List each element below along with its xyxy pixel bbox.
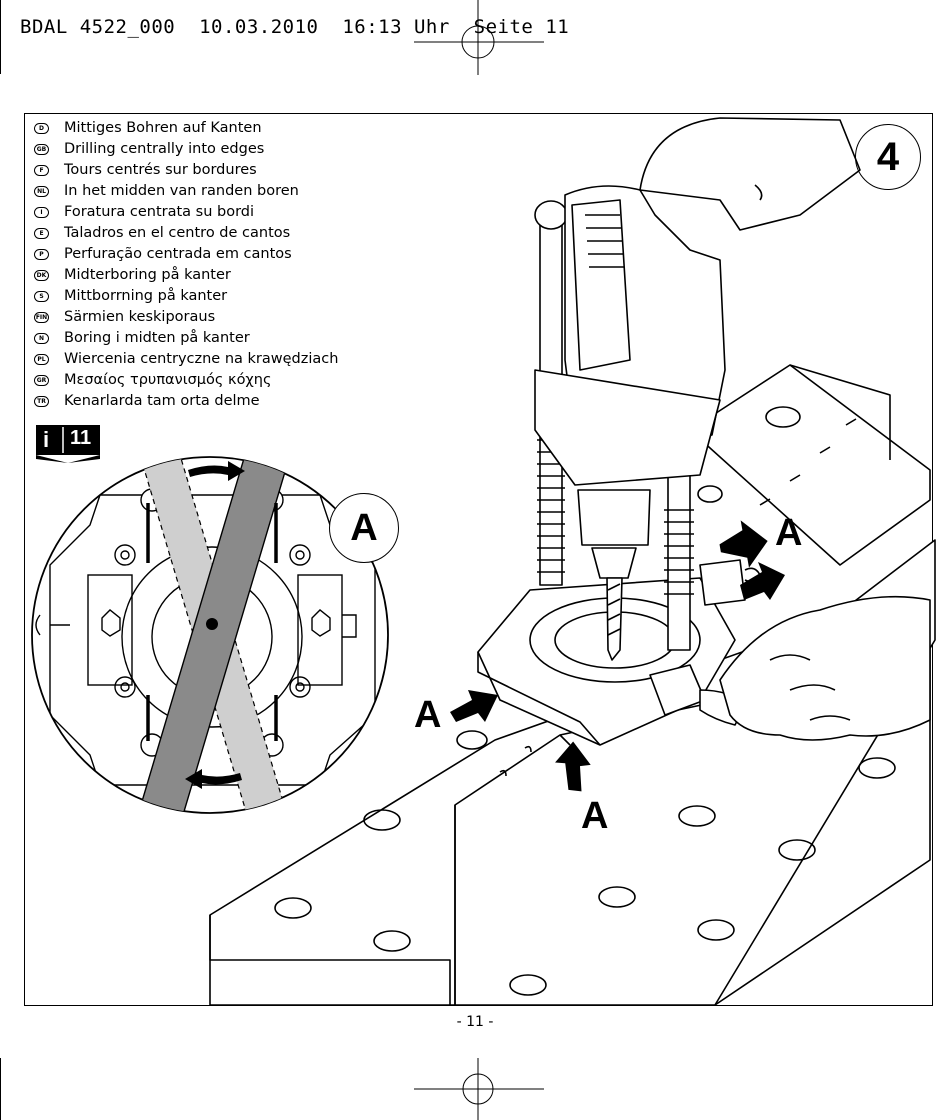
language-caption: D Mittiges Bohren auf Kanten [34, 118, 338, 139]
language-caption: P Perfuração centrada em cantos [34, 244, 338, 265]
language-caption: NL In het midden van randen boren [34, 181, 338, 202]
language-code-badge: D [34, 123, 49, 134]
language-caption: F Tours centrés sur bordures [34, 160, 338, 181]
callout-label-a: A [775, 512, 803, 554]
language-caption-text: Foratura centrata su bordi [64, 204, 255, 220]
language-code-badge: N [34, 333, 49, 344]
open-book-icon [36, 425, 100, 463]
language-code-badge: GB [34, 144, 49, 155]
arrow-icon [719, 520, 768, 568]
language-code-badge: S [34, 291, 49, 302]
crop-mark-left-bottom [0, 1058, 1, 1120]
language-code-badge: P [34, 249, 49, 260]
page-number: - 11 - [456, 1014, 494, 1030]
language-code-badge: NL [34, 186, 49, 197]
language-caption-text: Tours centrés sur bordures [64, 162, 257, 178]
rotation-arrow-icon [185, 461, 245, 789]
language-caption: I Foratura centrata su bordi [34, 202, 338, 223]
language-caption: PL Wiercenia centryczne na krawędziach [34, 349, 338, 370]
language-code-badge: GR [34, 375, 49, 386]
print-header: BDAL 4522_000 10.03.2010 16:13 Uhr Seite… [20, 16, 570, 38]
callout-label-a: A [414, 694, 442, 736]
language-code-badge: FIN [34, 312, 49, 323]
language-caption-text: Kenarlarda tam orta delme [64, 393, 260, 409]
base-plate-detail-view [31, 456, 389, 814]
language-code-badge: PL [34, 354, 49, 365]
registration-mark-bottom [414, 1058, 544, 1120]
language-caption-text: Perfuração centrada em cantos [64, 246, 292, 262]
callout-label-a: A [581, 795, 609, 837]
language-caption-list: D Mittiges Bohren auf Kanten GB Drilling c… [34, 118, 338, 412]
language-caption: N Boring i midten på kanter [34, 328, 338, 349]
language-caption-text: Mittiges Bohren auf Kanten [64, 120, 262, 136]
figure-number: 4 [855, 124, 921, 190]
language-caption: E Taladros en el centro de cantos [34, 223, 338, 244]
language-caption-text: Taladros en el centro de cantos [64, 225, 291, 241]
language-caption-text: Wiercenia centryczne na krawędziach [64, 351, 339, 367]
language-caption-text: Boring i midten på kanter [64, 330, 250, 346]
language-caption-text: Särmien keskiporaus [64, 309, 216, 325]
language-code-badge: TR [34, 396, 49, 407]
language-caption: GB Drilling centrally into edges [34, 139, 338, 160]
language-caption: DK Midterboring på kanter [34, 265, 338, 286]
language-code-badge: DK [34, 270, 49, 281]
language-caption-text: Midterboring på kanter [64, 267, 231, 283]
language-caption: GR Μεσαίος τρυπανισμός κόχης [34, 370, 338, 391]
language-caption-text: Drilling centrally into edges [64, 141, 265, 157]
info-book-badge: i 11 [34, 425, 102, 463]
language-caption: FIN Särmien keskiporaus [34, 307, 338, 328]
registration-mark-top [414, 0, 544, 75]
crop-mark-left-top [0, 0, 1, 74]
info-page-reference: 11 [70, 427, 92, 449]
language-code-badge: E [34, 228, 49, 239]
info-icon-letter: i [43, 427, 50, 452]
language-caption: S Mittborrning på kanter [34, 286, 338, 307]
detail-callout-a: A [329, 493, 399, 563]
language-code-badge: I [34, 207, 49, 218]
language-caption-text: In het midden van randen boren [64, 183, 299, 199]
language-caption-text: Mittborrning på kanter [64, 288, 228, 304]
language-caption-text: Μεσαίος τρυπανισμός κόχης [64, 372, 272, 388]
language-code-badge: F [34, 165, 49, 176]
language-caption: TR Kenarlarda tam orta delme [34, 391, 338, 412]
